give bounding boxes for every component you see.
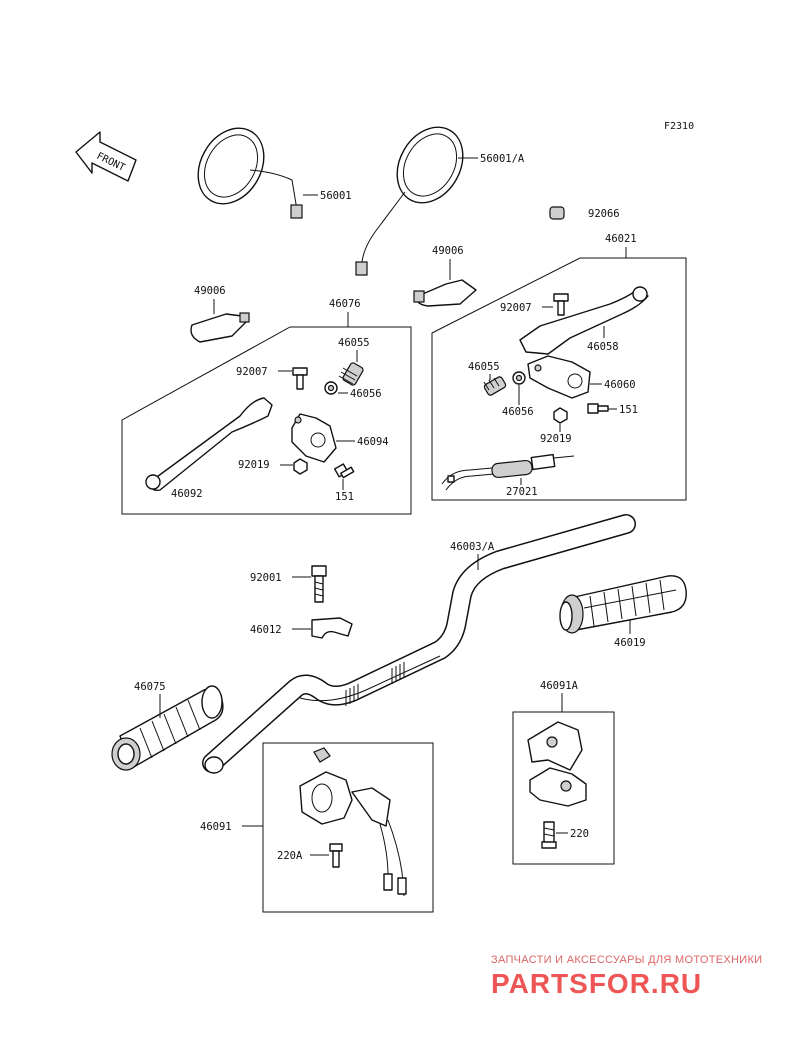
- bolt-92007-right: [553, 293, 569, 316]
- label-46021: 46021: [605, 233, 637, 245]
- watermark-tagline: ЗАПЧАСТИ И АКСЕССУАРЫ ДЛЯ МОТОТЕХНИКИ: [491, 954, 762, 966]
- label-46060: 46060: [604, 379, 636, 391]
- left-mirror: [197, 127, 303, 219]
- clamp-46012: [311, 617, 353, 639]
- label-46076: 46076: [329, 298, 361, 310]
- label-151-left: 151: [335, 491, 354, 503]
- right-boot: [413, 279, 477, 307]
- screw-220a: [329, 843, 343, 868]
- right-mirror: [355, 126, 464, 276]
- nut-92019-left: [293, 458, 308, 475]
- switch-box-46091a: [512, 711, 615, 865]
- label-46092: 46092: [171, 488, 203, 500]
- label-49006-right: 49006: [432, 245, 464, 257]
- screw-151-right: [587, 403, 609, 414]
- lever-46058: [519, 289, 649, 355]
- label-46091: 46091: [200, 821, 232, 833]
- label-49006-left: 49006: [194, 285, 226, 297]
- label-46094: 46094: [357, 436, 389, 448]
- label-220: 220: [570, 828, 589, 840]
- adjuster-46055-right: [483, 376, 507, 396]
- label-92066: 92066: [588, 208, 620, 220]
- switch-housing-46091: [299, 747, 407, 897]
- grip-46075: [111, 685, 224, 771]
- label-46055-left: 46055: [338, 337, 370, 349]
- cap-92066: [549, 206, 565, 220]
- label-46012: 46012: [250, 624, 282, 636]
- label-27021: 27021: [506, 486, 538, 498]
- label-56001a: 56001/A: [480, 153, 525, 165]
- screw-220: [541, 821, 557, 849]
- label-46056-right: 46056: [502, 406, 534, 418]
- label-92007-left: 92007: [236, 366, 268, 378]
- bracket-46060: [527, 355, 591, 399]
- bolt-92007-left: [292, 367, 308, 390]
- label-92001: 92001: [250, 572, 282, 584]
- right-lever-box: [431, 257, 687, 501]
- switch-box-46091: [262, 742, 434, 913]
- label-92007-right: 92007: [500, 302, 532, 314]
- label-46055-right: 46055: [468, 361, 500, 373]
- label-46075: 46075: [134, 681, 166, 693]
- nut-92019-right: [553, 407, 568, 424]
- label-46058: 46058: [587, 341, 619, 353]
- label-46019: 46019: [614, 637, 646, 649]
- adjuster-46055-left: [338, 362, 364, 386]
- switch-housing-46091a: [527, 721, 587, 807]
- screw-151-left: [333, 463, 355, 479]
- label-151-right: 151: [619, 404, 638, 416]
- label-220a: 220A: [277, 850, 303, 862]
- label-92019-right: 92019: [540, 433, 572, 445]
- figure-code: F2310: [664, 121, 694, 132]
- bracket-46094: [291, 413, 337, 463]
- grip-46019: [559, 575, 687, 634]
- watermark-brand: PARTSFOR.RU: [491, 968, 702, 999]
- bolt-92001: [311, 565, 327, 603]
- switch-27021: [441, 453, 575, 491]
- knurl-section: [345, 662, 405, 706]
- front-arrow-icon: FRONT: [75, 131, 137, 182]
- label-46091a: 46091A: [540, 680, 579, 692]
- left-lever-box: [121, 326, 412, 515]
- label-56001: 56001: [320, 190, 352, 202]
- label-46003a: 46003/A: [450, 541, 495, 553]
- label-92019-left: 92019: [238, 459, 270, 471]
- lever-46092: [149, 397, 273, 492]
- left-boot: [190, 312, 250, 343]
- label-46056-left: 46056: [350, 388, 382, 400]
